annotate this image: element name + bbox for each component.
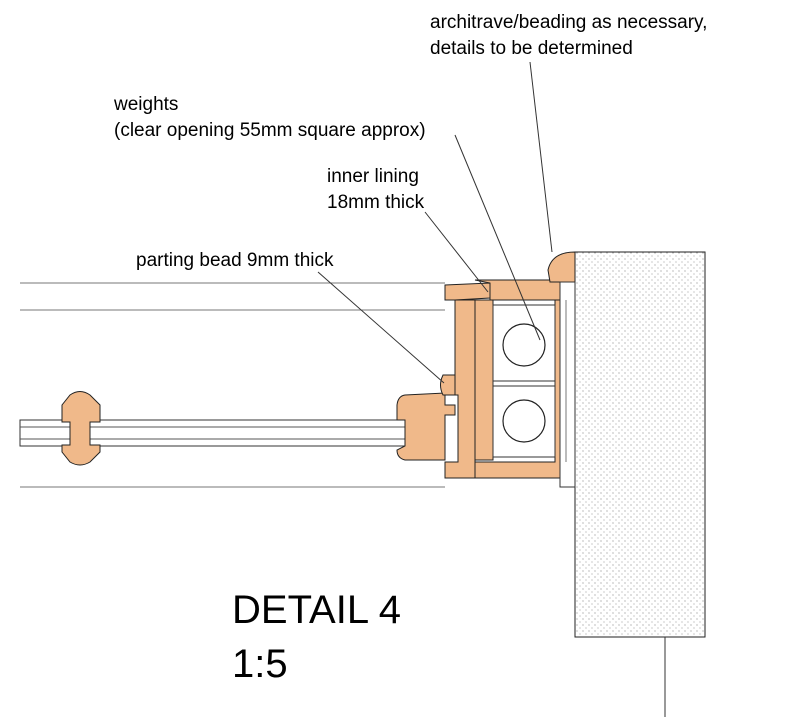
architrave-label-line1: architrave/beading as necessary, (430, 12, 707, 33)
inner-lining-label-line1: inner lining (327, 166, 419, 187)
leader-weights (454, 134, 541, 341)
leader-parting-bead (317, 271, 445, 384)
inner-lining-label-line2: 18mm thick (327, 192, 425, 213)
detail-scale: 1:5 (232, 642, 288, 686)
left-glazing-bar (61, 391, 101, 466)
parting-bead-label: parting bead 9mm thick (136, 250, 334, 271)
architrave-label-line2: details to be determined (430, 38, 633, 59)
leader-architrave (529, 61, 553, 253)
outer-lining (444, 282, 491, 301)
sash-stile (396, 392, 456, 461)
weight-upper (502, 323, 546, 367)
detail-title: DETAIL 4 (232, 588, 401, 632)
leader-inner-lining (424, 211, 489, 293)
weight-lower (502, 399, 546, 443)
architrave-beading (559, 281, 576, 488)
masonry-wall (574, 251, 706, 638)
weights-label-line1: weights (113, 94, 178, 115)
back-lining (474, 299, 494, 461)
weights-label-line2: (clear opening 55mm square approx) (114, 120, 426, 141)
architrave (547, 251, 576, 283)
